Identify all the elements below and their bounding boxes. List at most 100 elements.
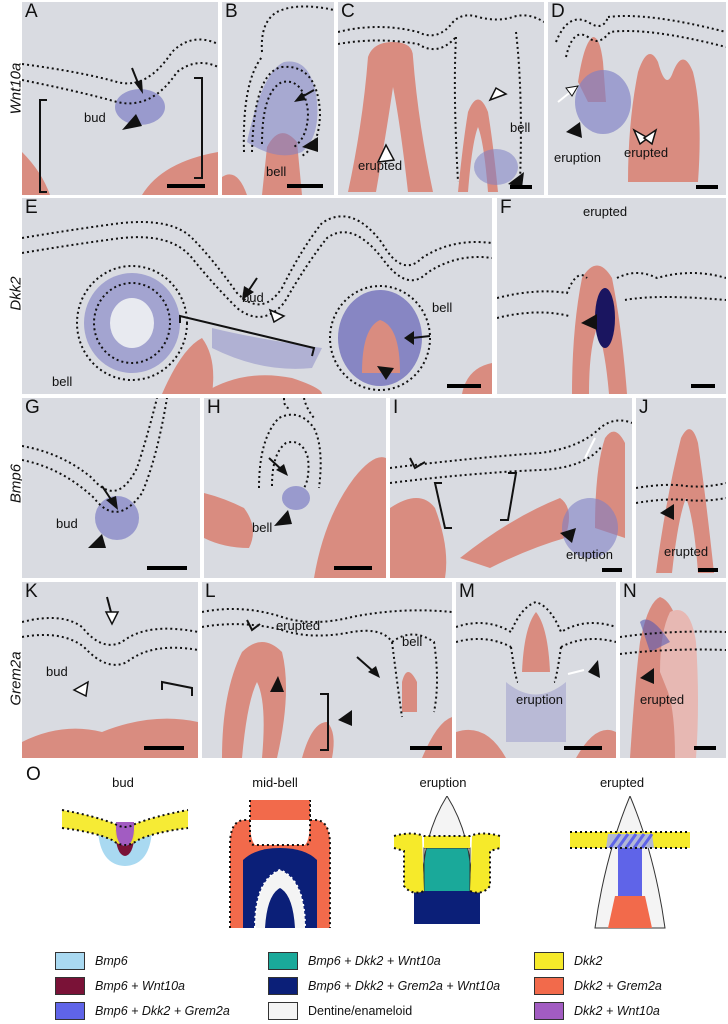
panel-j: J erupted [636,398,726,578]
panel-m: M eruption [456,582,616,758]
scale-bar-a [167,184,205,188]
label-l-bell: bell [402,634,423,649]
panel-letter-f: F [500,198,512,218]
label-b-bell: bell [266,164,287,179]
legend-item-dkk2: Dkk2 [534,952,602,970]
scale-bar-i [602,568,622,572]
panel-g-image [22,398,168,548]
schematic-title-mid-bell: mid-bell [252,775,298,790]
panel-letter-e: E [25,198,38,218]
panel-c: C erupted bell [338,2,544,195]
legend-label-dkk2-grem2a: Dkk2 + Grem2a [574,979,662,993]
label-m-eruption: eruption [516,692,563,707]
legend-item-dkk2-grem2a: Dkk2 + Grem2a [534,977,662,995]
schematic-mid-bell [229,800,331,929]
panel-f-image [497,265,726,394]
legend-swatch-bmp6-dkk2-grem2a [55,1002,85,1020]
panel-letter-c: C [341,2,355,22]
scale-bar-d [696,185,718,189]
panel-letter-m: M [459,582,475,602]
panel-j-image [636,429,726,573]
legend-swatch-bmp6 [55,952,85,970]
scale-bar-g [147,566,187,570]
panel-letter-d: D [551,2,565,22]
schematic-eruption [393,796,501,924]
panel-k: K bud [22,582,198,758]
panel-letter-n: N [623,582,637,602]
panel-letter-g: G [25,398,40,418]
scale-bar-j [698,568,718,572]
panel-e: E bud bell bell [22,198,492,394]
panel-e-image [22,215,492,394]
label-d-eruption: eruption [554,150,601,165]
panel-f: F erupted [497,198,726,394]
label-f-erupted: erupted [583,204,628,219]
scale-bar-n [694,746,716,750]
legend-item-bmp6: Bmp6 [55,952,128,970]
label-c-erupted: erupted [358,158,403,173]
legend-swatch-dkk2 [534,952,564,970]
scale-bar-h [334,566,372,570]
panel-i-image [390,419,632,578]
scale-bar-l [410,746,442,750]
legend-swatch-bmp6-dkk2-wnt10a [268,952,298,970]
legend-label-dkk2-wnt10a: Dkk2 + Wnt10a [574,1004,660,1018]
panel-m-image [456,600,616,758]
legend-item-dkk2-wnt10a: Dkk2 + Wnt10a [534,1002,660,1020]
legend-swatch-bmp6-wnt10a [55,977,85,995]
label-e-bud: bud [242,290,264,305]
label-d-erupted: erupted [624,145,669,160]
panel-letter-k: K [25,582,38,602]
legend-label-bmp6: Bmp6 [95,954,128,968]
label-g-bud: bud [56,516,78,531]
label-c-bell: bell [510,120,531,135]
legend-item-bmp6-dkk2-wnt10a: Bmp6 + Dkk2 + Wnt10a [268,952,441,970]
legend-label-bmp6-dkk2-grem2a: Bmp6 + Dkk2 + Grem2a [95,1004,230,1018]
scale-bar-b [287,184,323,188]
panel-letter-j: J [639,398,649,418]
panel-letter-b: B [225,2,238,22]
legend-item-bmp6-dkk2-grem2a-wnt10a: Bmp6 + Dkk2 + Grem2a + Wnt10a [268,977,500,995]
label-n-erupted: erupted [640,692,685,707]
panel-c-image [338,14,544,192]
label-e-bell-right: bell [432,300,453,315]
legend-label-bmp6-dkk2-grem2a-wnt10a: Bmp6 + Dkk2 + Grem2a + Wnt10a [308,979,501,993]
label-a-bud: bud [84,110,106,125]
scale-bar-c [510,185,532,189]
legend-item-dentine: Dentine/enameloid [268,1002,412,1020]
legend-swatch-bmp6-dkk2-grem2a-wnt10a [268,977,298,995]
legend-label-bmp6-wnt10a: Bmp6 + Wnt10a [95,979,185,993]
scale-bar-k [144,746,184,750]
panel-a: A bud [22,2,218,195]
label-j-erupted: erupted [664,544,709,559]
legend-swatch-dkk2-wnt10a [534,1002,564,1020]
legend-item-bmp6-wnt10a: Bmp6 + Wnt10a [55,977,185,995]
panel-letter-a: A [25,2,38,22]
panel-a-image [22,38,218,195]
scale-bar-m [564,746,602,750]
legend-swatch-dentine [268,1002,298,1020]
legend-label-bmp6-dkk2-wnt10a: Bmp6 + Dkk2 + Wnt10a [308,954,441,968]
legend-swatch-dkk2-grem2a [534,977,564,995]
schematic-bud [61,809,189,866]
panel-letter-o: O [26,764,41,785]
panel-n: N erupted [620,582,726,758]
schematic-title-erupted: erupted [599,775,645,790]
panel-b: B bell [222,2,334,195]
legend-item-bmp6-dkk2-grem2a: Bmp6 + Dkk2 + Grem2a [55,1002,230,1020]
label-h-bell: bell [252,520,273,535]
panel-h: H bell [204,398,386,578]
panel-b-image [222,5,334,195]
panel-l-image [202,607,452,758]
schematic-erupted [570,796,690,929]
panel-n-image [620,597,726,758]
panel-d: D eruption erupted [548,2,726,195]
schematic-title-bud: bud [112,775,134,790]
panel-d-image [555,15,726,182]
legend-label-dkk2: Dkk2 [574,954,603,968]
label-k-bud: bud [46,664,68,679]
scale-bar-f [691,384,715,388]
legend-label-dentine: Dentine/enameloid [308,1004,413,1018]
panel-g: G bud [22,398,200,578]
label-l-erupted: erupted [276,618,321,633]
